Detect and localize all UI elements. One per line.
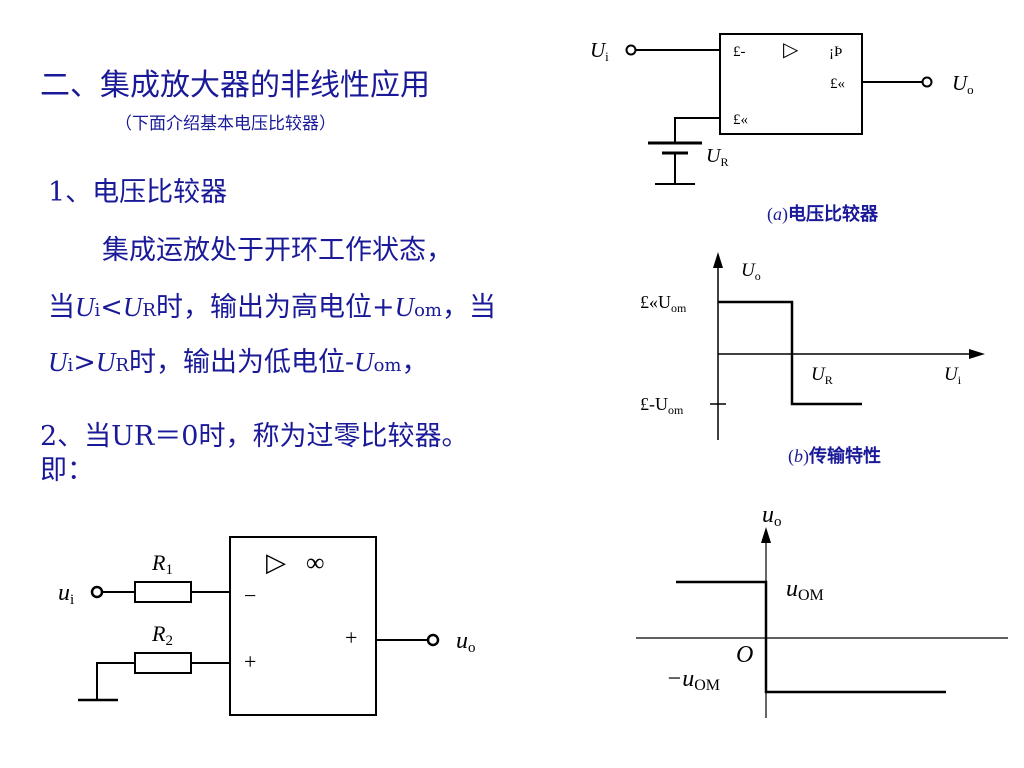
minus-pin-label: £- [733, 44, 746, 60]
figure-c-input-label: ui [58, 580, 74, 608]
r2-label: R2 [151, 621, 173, 649]
ur-subscript: R [115, 355, 129, 376]
paragraph-line-2: 当Ui<UR时，输出为高电位+Uom，当 [48, 285, 496, 324]
transfer-curve [718, 300, 862, 406]
figure-b-ur-label: UR [811, 364, 833, 387]
page-title: 二、集成放大器的非线性应用 [40, 68, 430, 103]
input-terminal [90, 585, 104, 599]
gain-label: ¡Þ [829, 44, 842, 60]
minus-input-label: − [244, 583, 256, 608]
input-terminal [625, 44, 637, 56]
text: ，当 [441, 292, 496, 323]
plus-pin-label: £« [733, 112, 748, 128]
output-terminal [921, 76, 933, 88]
r1-label: R1 [151, 550, 173, 578]
paragraph-line-1: 集成运放处于开环工作状态， [102, 235, 453, 266]
figure-b-y-label: Uo [741, 260, 761, 283]
opamp-box-a [719, 33, 863, 135]
figure-d-high-label: uOM [786, 576, 824, 604]
uom-subscript: om [373, 355, 402, 376]
uom-subscript: om [414, 300, 442, 321]
resistor-r1 [134, 581, 192, 603]
section-1-heading: 1、电压比较器 [48, 177, 228, 208]
figure-a-ref-label: UR [706, 145, 728, 169]
less-than: < [100, 292, 123, 323]
figure-b-graph: Uo Ui UR £«Uom £-Uom (b)传输特性 [640, 252, 985, 467]
figure-d-y-label: uo [762, 502, 782, 530]
figure-b-x-label: Ui [944, 364, 962, 387]
origin-label: O [736, 642, 753, 668]
triangle-icon: ▷ [266, 548, 286, 577]
text: 时，输出为高电位+ [155, 292, 395, 323]
transfer-curve [676, 580, 946, 694]
ui-subscript: i [67, 355, 74, 376]
greater-than: > [73, 347, 96, 378]
ur-symbol: U [122, 292, 143, 322]
page-subtitle: （下面介绍基本电压比较器） [115, 114, 336, 134]
ui-symbol: U [75, 292, 95, 322]
output-pin-label: £« [830, 76, 845, 92]
section-2-text: 2、当UR＝0时，称为过零比较器。即： [40, 421, 469, 486]
figure-a-output-label: Uo [952, 71, 974, 97]
plus-output-label: + [345, 625, 357, 650]
figure-d-graph: uo uOM −uOM O [636, 502, 1008, 718]
uom-symbol: U [394, 292, 415, 322]
ref-wire [674, 117, 720, 143]
ui-symbol: U [48, 347, 68, 377]
y-axis-arrow-icon [713, 252, 723, 268]
ui-subscript: i [94, 300, 101, 321]
paragraph-line-3: Ui>UR时，输出为低电位-Uom， [48, 340, 428, 379]
x-axis-arrow-icon [969, 349, 985, 359]
text: 时，输出为低电位- [128, 347, 355, 378]
figure-c-output-label: uo [456, 628, 476, 656]
ur-subscript: R [142, 300, 156, 321]
figure-a-caption: (a)电压比较器 [767, 203, 879, 225]
infinity-label: ∞ [306, 548, 325, 577]
r2-ground-wire [96, 662, 135, 700]
figure-d-low-label: −uOM [666, 666, 720, 694]
figure-b-low-label: £-Uom [640, 394, 684, 417]
ur-symbol: U [95, 347, 116, 377]
figure-b-caption: (b)传输特性 [788, 445, 881, 467]
figure-a-circuit: Ui Uo UR £- £« £« ▷ ¡Þ (a)电压比较器 [590, 33, 974, 225]
output-terminal [426, 633, 440, 647]
resistor-r2 [134, 652, 192, 674]
figure-c-circuit: ui uo R1 R2 − + + ▷ ∞ [58, 536, 476, 716]
text: ， [401, 347, 429, 378]
uom-symbol: U [354, 347, 374, 377]
y-axis-arrow-icon [761, 527, 771, 543]
text: 当 [48, 292, 75, 323]
opamp-box-c [229, 536, 377, 716]
plus-input-label: + [244, 649, 256, 674]
figure-b-high-label: £«Uom [640, 292, 687, 315]
triangle-icon: ▷ [783, 39, 799, 61]
figure-a-input-label: Ui [590, 38, 609, 64]
